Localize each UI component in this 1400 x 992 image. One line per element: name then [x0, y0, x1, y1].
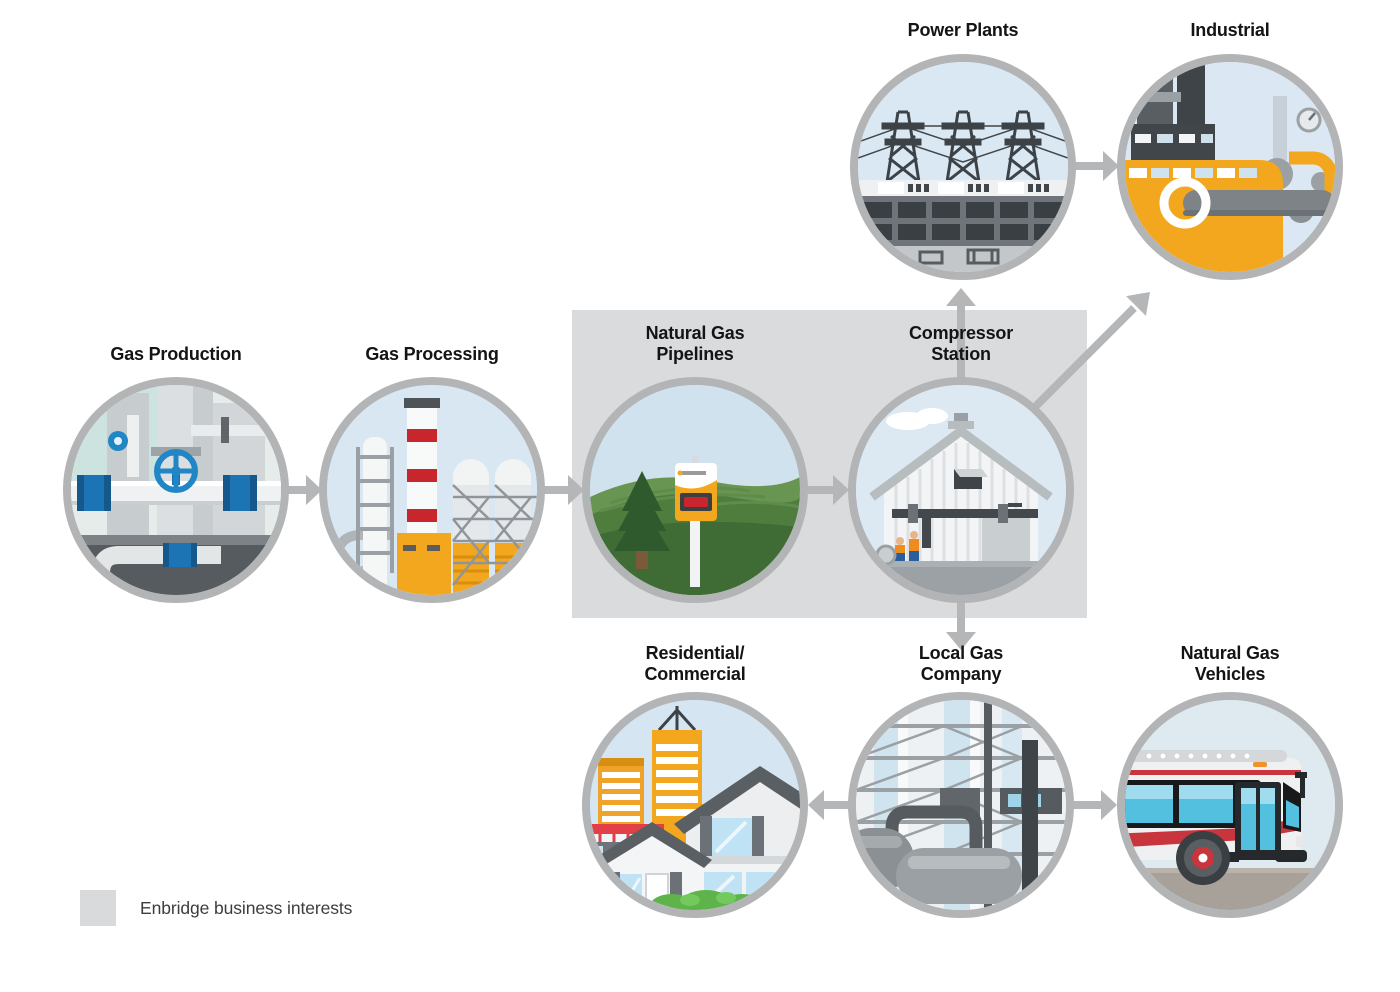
local-gas-company-icon [856, 700, 1066, 910]
compressor-station-circle [848, 377, 1074, 603]
label-line: Pipelines [656, 344, 734, 364]
label-line: Power Plants [907, 20, 1019, 40]
pipe-flange [77, 475, 111, 511]
bus-door [1235, 782, 1281, 860]
label-line: Gas Processing [365, 344, 499, 364]
natural-gas-vehicles-icon [1125, 700, 1335, 910]
worker [909, 531, 919, 561]
gas-production-label: Gas Production [56, 344, 296, 365]
label-line: Industrial [1190, 20, 1270, 40]
compressor-station-label: Compressor Station [841, 323, 1081, 365]
arrow-compressor-to-industrial [1031, 292, 1150, 411]
arrow-local-gas-to-residential [808, 790, 850, 820]
gas-pipe [892, 504, 1038, 548]
power-plants-circle [850, 54, 1076, 280]
plant-building [858, 180, 1068, 272]
label-line: Natural Gas [1180, 643, 1280, 663]
industrial-label: Industrial [1110, 20, 1350, 41]
residential-commercial-icon [590, 700, 800, 910]
gas-production-circle [63, 377, 289, 603]
natural-gas-pipelines-circle [582, 377, 808, 603]
compressor-station-icon [856, 385, 1066, 595]
label-line: Local Gas [918, 643, 1004, 663]
industrial-machine [1125, 160, 1335, 272]
pipe-flange [223, 475, 257, 511]
worker [895, 537, 905, 561]
pine-tree [614, 471, 670, 569]
gas-production-icon [71, 385, 281, 595]
legend-label: Enbridge business interests [140, 897, 353, 918]
label-line: Station [931, 344, 991, 364]
arrow-gas-processing-to-pipelines [544, 475, 584, 505]
gas-processing-icon [327, 385, 537, 595]
label-line: Residential/ [645, 643, 745, 663]
label-line: Gas Production [110, 344, 242, 364]
natural-gas-vehicles-circle [1117, 692, 1343, 918]
gas-processing-circle [319, 377, 545, 603]
label-line: Compressor [908, 323, 1014, 343]
natural-gas-vehicles-label: Natural Gas Vehicles [1110, 643, 1350, 685]
arrow-compressor-to-power-plants [946, 288, 976, 378]
pipeline-marker-sign [675, 455, 717, 587]
local-gas-company-label: Local Gas Company [841, 643, 1081, 685]
bus-wheel [1176, 831, 1230, 885]
label-line: Vehicles [1194, 664, 1266, 684]
local-gas-company-circle [848, 692, 1074, 918]
power-plants-label: Power Plants [843, 20, 1083, 41]
natural-gas-pipelines-label: Natural Gas Pipelines [575, 323, 815, 365]
arrow-compressor-to-local-gas [946, 602, 976, 650]
label-line: Company [920, 664, 1002, 684]
arrow-pipelines-to-compressor [806, 475, 849, 505]
legend: Enbridge business interests [80, 890, 352, 926]
arrow-local-gas-to-vehicles [1073, 790, 1117, 820]
power-plants-icon [858, 62, 1068, 272]
valve-handwheel [154, 449, 198, 493]
residential-commercial-label: Residential/ Commercial [575, 643, 815, 685]
transmission-towers [881, 110, 1045, 183]
label-line: Commercial [644, 664, 746, 684]
label-line: Natural Gas [645, 323, 745, 343]
gas-processing-label: Gas Processing [312, 344, 552, 365]
distillation-column [356, 437, 394, 595]
bus [1125, 750, 1307, 885]
legend-swatch [80, 890, 116, 926]
industrial-circle [1117, 54, 1343, 280]
arrow-gas-production-to-gas-processing [288, 475, 322, 505]
industrial-icon [1125, 62, 1335, 272]
natural-gas-pipelines-icon [590, 385, 800, 595]
arrow-power-plants-to-industrial [1075, 151, 1119, 181]
residential-commercial-circle [582, 692, 808, 918]
